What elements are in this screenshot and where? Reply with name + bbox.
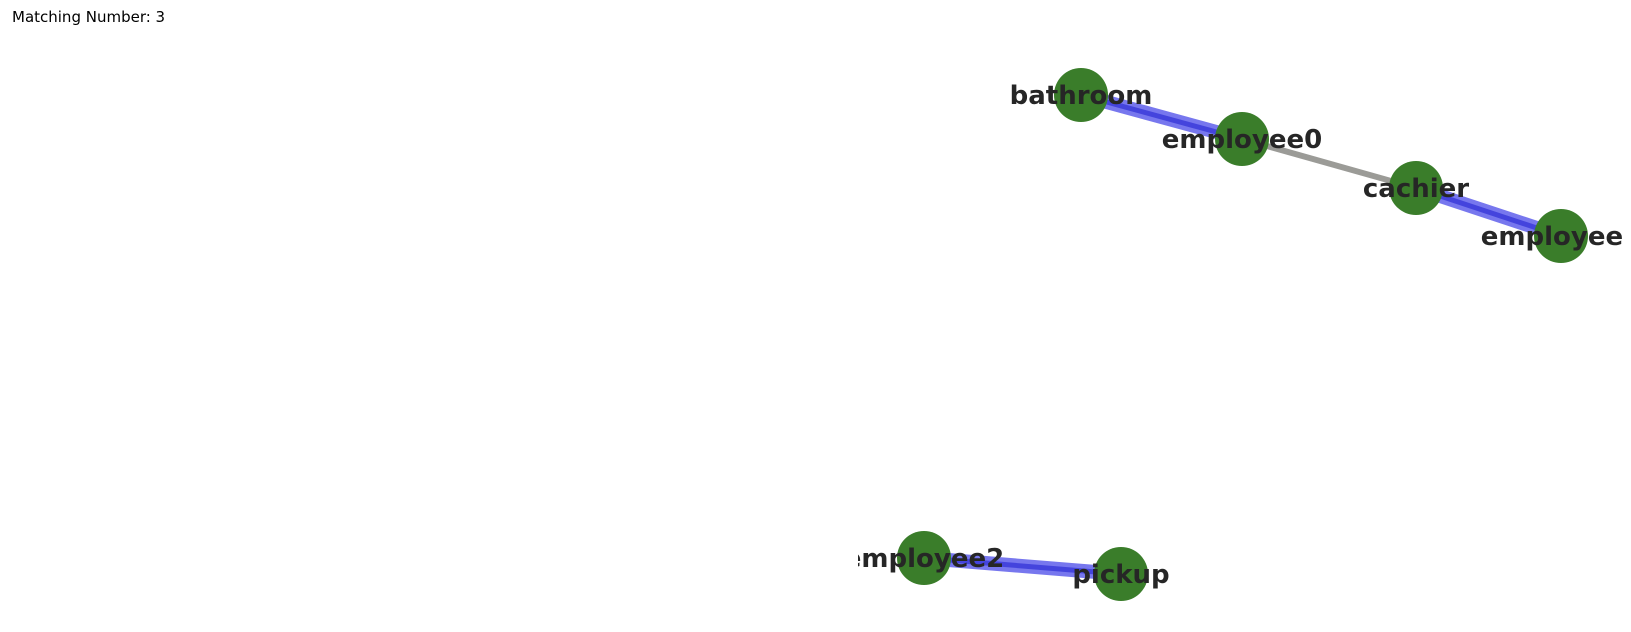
edge-employee0-cachier	[1241, 136, 1417, 191]
node-cachier	[1389, 161, 1443, 215]
matching-number-caption: Matching Number: 3	[12, 8, 166, 26]
node-label-employee1: employee1	[1481, 222, 1631, 252]
node-employee2	[897, 531, 951, 585]
node-label-cachier: cachier	[1363, 174, 1469, 204]
node-label-employee0: employee0	[1162, 125, 1322, 155]
node-employee1	[1534, 209, 1588, 263]
node-pickup	[1094, 547, 1148, 601]
matched-edge-core-employee2-pickup	[923, 555, 1122, 577]
node-label-pickup: pickup	[1072, 560, 1169, 590]
matched-edge-core-bathroom-employee0	[1080, 92, 1243, 142]
node-employee0	[1215, 112, 1269, 166]
label-layer: bathroom employee0 cachier employee1 employe…	[844, 81, 1631, 590]
node-label-employee2: employee2	[844, 544, 1004, 574]
node-bathroom	[1054, 68, 1108, 122]
node-layer	[897, 68, 1588, 601]
edge-layer	[923, 88, 1564, 581]
node-label-bathroom: bathroom	[1010, 81, 1153, 111]
